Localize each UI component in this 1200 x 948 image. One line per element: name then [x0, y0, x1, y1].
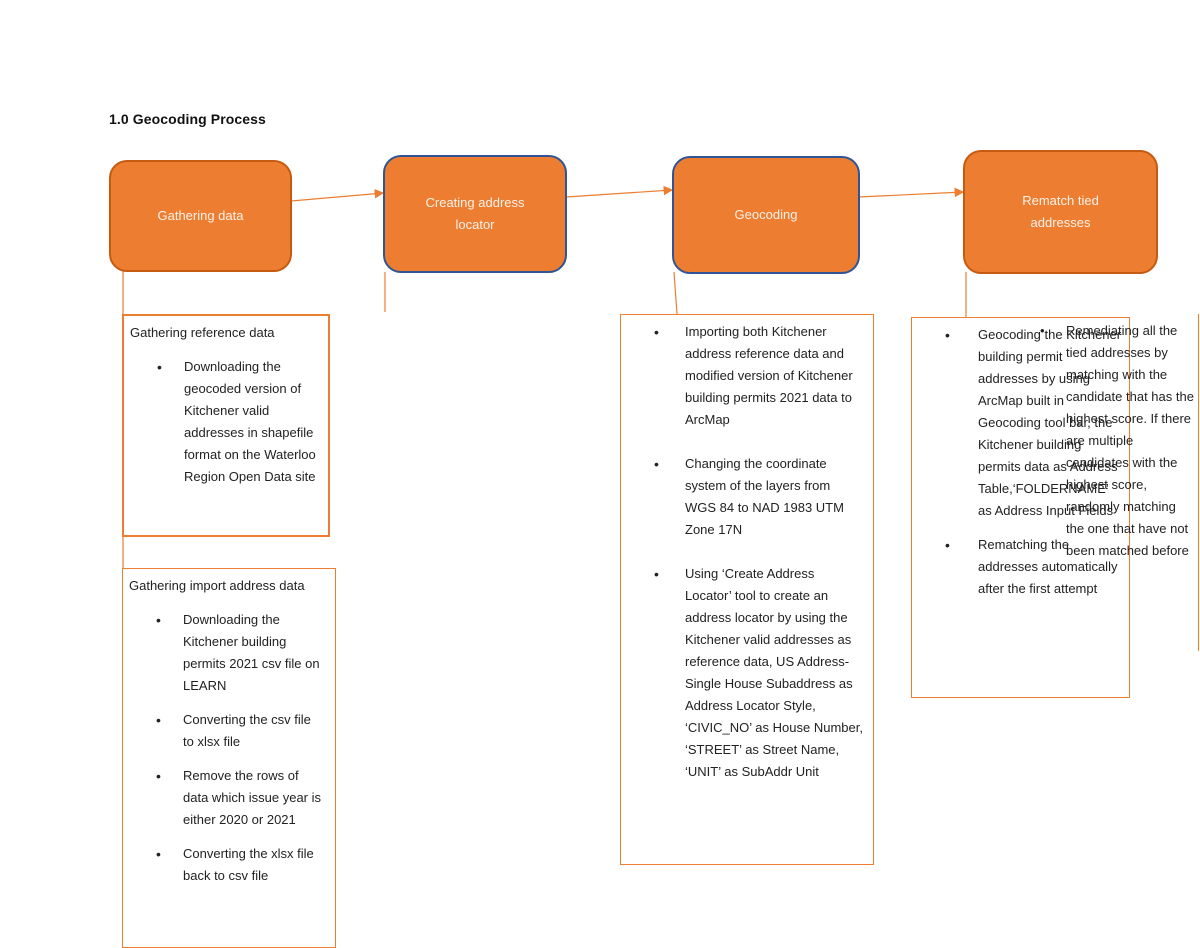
list-item: Remove the rows of data which issue year…: [123, 765, 335, 831]
note-heading: Gathering reference data: [130, 325, 275, 340]
list-item: Changing the coordinate system of the la…: [621, 453, 873, 541]
bullet-icon: •: [1040, 323, 1045, 338]
note-rematch-steps: Geocoding the Kitchener building permit …: [911, 317, 1130, 698]
note-gathering-reference-data: Gathering reference data Downloading the…: [122, 314, 330, 537]
list-item: Downloading the geocoded version of Kitc…: [124, 356, 328, 488]
list-item: Converting the xlsx file back to csv fil…: [123, 843, 335, 887]
page-title: 1.0 Geocoding Process: [109, 111, 266, 127]
list-item: Rematching the addresses automatically a…: [912, 534, 1129, 600]
note-geocoding-steps: Importing both Kitchener address referen…: [620, 314, 874, 865]
step-gathering-data: Gathering data: [109, 160, 292, 272]
note-heading: Gathering import address data: [129, 578, 305, 593]
list-item: Using ‘Create Address Locator’ tool to c…: [621, 563, 873, 783]
list-item: Importing both Kitchener address referen…: [621, 321, 873, 431]
overlapping-note-remediate: • Remediating all the tied addresses by …: [1040, 320, 1194, 562]
arrow-locator-to-geocoding: [565, 185, 674, 198]
connector-lines: [122, 185, 967, 568]
step-geocoding: Geocoding: [672, 156, 860, 274]
line-geocoding-down: [673, 271, 678, 315]
offscreen-note-edge: [1198, 314, 1199, 651]
list-item: Geocoding the Kitchener building permit …: [912, 324, 1129, 522]
list-item: Converting the csv file to xlsx file: [123, 709, 335, 753]
list-item: Downloading the Kitchener building permi…: [123, 609, 335, 697]
arrow-gather-to-locator: [290, 188, 385, 202]
note-gathering-import-address-data: Gathering import address data Downloadin…: [122, 568, 336, 948]
list-item: Remediating all the tied addresses by ma…: [1066, 323, 1194, 558]
arrow-geocoding-to-rematch: [858, 187, 965, 198]
